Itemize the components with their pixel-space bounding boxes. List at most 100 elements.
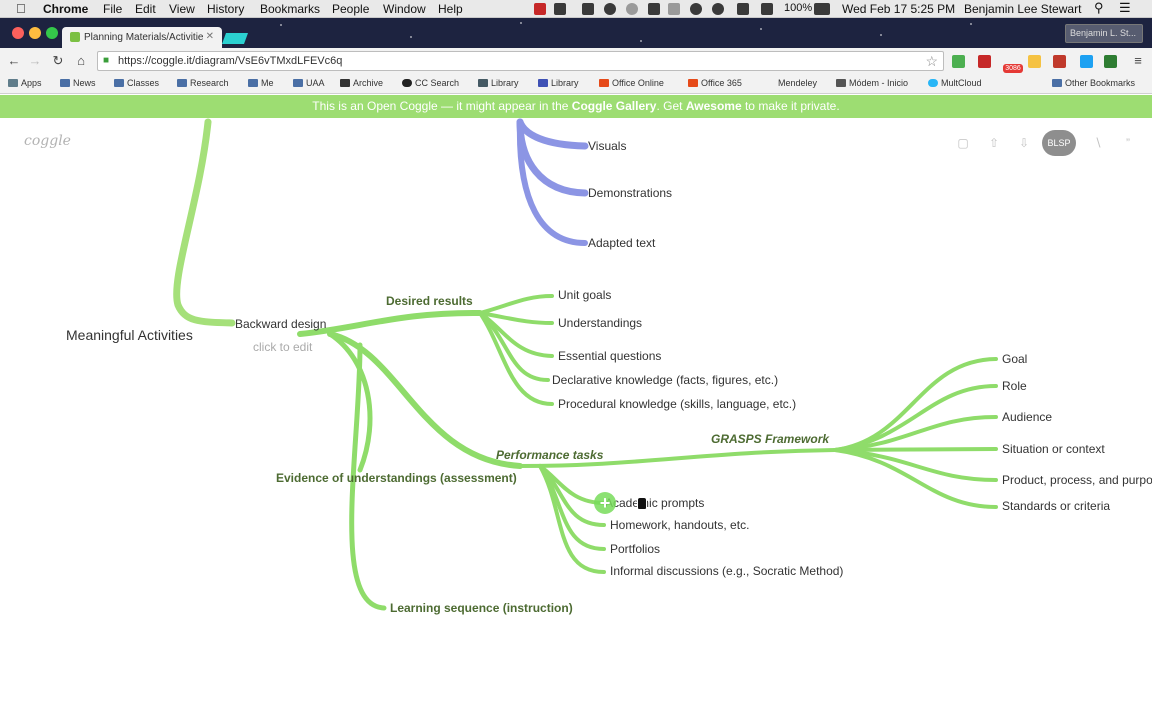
awesome-link[interactable]: Awesome [685, 99, 742, 113]
node-procedural-knowledge[interactable]: Procedural knowledge (skills, language, … [558, 397, 797, 411]
menu-edit[interactable]: Edit [135, 2, 156, 16]
forward-arrow-icon[interactable]: → [28, 53, 42, 68]
apple-icon[interactable]:  [16, 1, 26, 16]
node-academic-prompts[interactable]: Academic prompts [605, 496, 705, 510]
tab-active[interactable]: Planning Materials/Activitie ✕ [62, 27, 222, 48]
profile-button[interactable]: Benjamin L. St... [1065, 24, 1143, 43]
node-homework-handouts[interactable]: Homework, handouts, etc. [610, 518, 750, 532]
cloud-icon[interactable] [648, 3, 660, 15]
branch-performance-to-grasps [518, 448, 837, 468]
reload-icon[interactable]: ↻ [52, 53, 64, 68]
tray-app-icon[interactable] [604, 3, 616, 15]
node-adapted-text[interactable]: Adapted text [588, 236, 656, 250]
download-icon[interactable]: ⇩ [1018, 136, 1030, 150]
node-grasps-framework[interactable]: GRASPS Framework [711, 432, 830, 446]
bookmark-me[interactable]: Me [248, 78, 274, 88]
present-icon[interactable]: ▢ [957, 136, 969, 150]
minimize-window-button[interactable] [29, 27, 41, 39]
extension-icon[interactable] [1053, 55, 1066, 68]
node-backward-design[interactable]: Backward design [235, 317, 327, 331]
bookmark-mendeley[interactable]: Mendeley [778, 78, 817, 88]
menu-people[interactable]: People [332, 2, 370, 16]
wifi-icon[interactable] [737, 3, 749, 15]
tray-app-icon[interactable] [554, 3, 566, 15]
node-goal[interactable]: Goal [1002, 352, 1028, 366]
coggle-gallery-link[interactable]: Coggle Gallery [571, 99, 657, 113]
node-portfolios[interactable]: Portfolios [610, 542, 661, 556]
menu-help[interactable]: Help [438, 2, 463, 16]
menu-file[interactable]: File [103, 2, 123, 16]
tab-close-icon[interactable]: ✕ [205, 31, 214, 42]
bookmark-modem[interactable]: Módem - Inicio [836, 78, 908, 88]
bookmark-archive[interactable]: Archive [340, 78, 383, 88]
clock[interactable]: Wed Feb 17 5:25 PM [842, 2, 956, 16]
bookmark-library-2[interactable]: Library [538, 78, 579, 88]
address-bar[interactable]: ■ https://coggle.it/diagram/VsE6vTMxdLFE… [97, 51, 944, 71]
bookmark-office-365[interactable]: Office 365 [688, 78, 742, 88]
bookmark-other[interactable]: Other Bookmarks [1052, 78, 1135, 88]
menu-view[interactable]: View [169, 2, 195, 16]
time-machine-icon[interactable] [712, 3, 724, 15]
coggle-logo[interactable]: coggle [24, 133, 71, 149]
zoom-window-button[interactable] [46, 27, 58, 39]
extension-icon[interactable] [1028, 55, 1041, 68]
battery-icon[interactable] [814, 3, 830, 15]
node-declarative-knowledge[interactable]: Declarative knowledge (facts, figures, e… [552, 373, 779, 387]
node-informal-discussions[interactable]: Informal discussions (e.g., Socratic Met… [610, 564, 844, 578]
node-learning-sequence[interactable]: Learning sequence (instruction) [390, 601, 573, 615]
close-window-button[interactable] [12, 27, 24, 39]
quote-icon[interactable]: ” [1126, 136, 1130, 150]
input-source-icon[interactable] [761, 3, 773, 15]
tray-app-icon[interactable] [582, 3, 594, 15]
node-role[interactable]: Role [1002, 379, 1027, 393]
tray-app-icon[interactable] [534, 3, 546, 15]
node-performance-tasks[interactable]: Performance tasks [496, 448, 604, 462]
bookmark-office-online[interactable]: Office Online [599, 78, 664, 88]
node-product-process-purpose[interactable]: Product, process, and purpose [1002, 473, 1152, 487]
extension-icon[interactable] [978, 55, 991, 68]
bookmark-research[interactable]: Research [177, 78, 229, 88]
office-icon [599, 79, 609, 87]
extension-icon[interactable] [1080, 55, 1093, 68]
node-evidence-of-understandings[interactable]: Evidence of understandings (assessment) [276, 471, 517, 485]
share-icon[interactable]: ⇧ [988, 136, 1000, 150]
bookmark-uaa[interactable]: UAA [293, 78, 325, 88]
menu-bookmarks[interactable]: Bookmarks [260, 2, 321, 16]
branch-backward-to-learning-sequence [349, 342, 387, 611]
extension-icon[interactable] [1104, 55, 1117, 68]
edit-pencil-icon[interactable]: ∖ [1094, 136, 1102, 150]
star-icon[interactable]: ☆ [925, 53, 938, 69]
menu-history[interactable]: History [207, 2, 245, 16]
node-understandings[interactable]: Understandings [558, 316, 643, 330]
extension-icon[interactable] [952, 55, 965, 68]
bookmark-apps[interactable]: Apps [8, 78, 42, 88]
node-root[interactable]: Meaningful Activities [66, 327, 193, 343]
chrome-menu-icon[interactable]: ≡ [1134, 53, 1142, 68]
node-desired-results[interactable]: Desired results [386, 294, 473, 308]
node-visuals[interactable]: Visuals [588, 139, 627, 153]
plus-icon[interactable]: + [594, 492, 616, 514]
bookmark-cc-search[interactable]: CC Search [402, 78, 459, 88]
bookmark-library[interactable]: Library [478, 78, 519, 88]
spotlight-icon[interactable]: ⚲ [1094, 0, 1104, 15]
current-user[interactable]: Benjamin Lee Stewart [964, 2, 1082, 16]
menu-app-name[interactable]: Chrome [43, 2, 89, 16]
home-icon[interactable]: ⌂ [77, 53, 85, 68]
bookmark-classes[interactable]: Classes [114, 78, 159, 88]
node-audience[interactable]: Audience [1002, 410, 1053, 424]
avatar[interactable]: BLSP [1042, 130, 1076, 156]
tray-app-icon[interactable] [626, 3, 638, 15]
tray-app-icon[interactable] [690, 3, 702, 15]
bookmark-news[interactable]: News [60, 78, 96, 88]
node-standards-or-criteria[interactable]: Standards or criteria [1002, 499, 1111, 513]
node-unit-goals[interactable]: Unit goals [558, 288, 612, 302]
notification-center-icon[interactable]: ☰ [1119, 0, 1131, 15]
back-arrow-icon[interactable]: ← [7, 53, 21, 68]
bookmark-multcloud[interactable]: MultCloud [928, 78, 982, 88]
node-essential-questions[interactable]: Essential questions [558, 349, 662, 363]
battery-percent[interactable]: 100% [784, 2, 813, 14]
node-situation-or-context[interactable]: Situation or context [1002, 442, 1105, 456]
node-demonstrations[interactable]: Demonstrations [588, 186, 673, 200]
lock-tray-icon[interactable] [668, 3, 680, 15]
menu-window[interactable]: Window [383, 2, 426, 16]
